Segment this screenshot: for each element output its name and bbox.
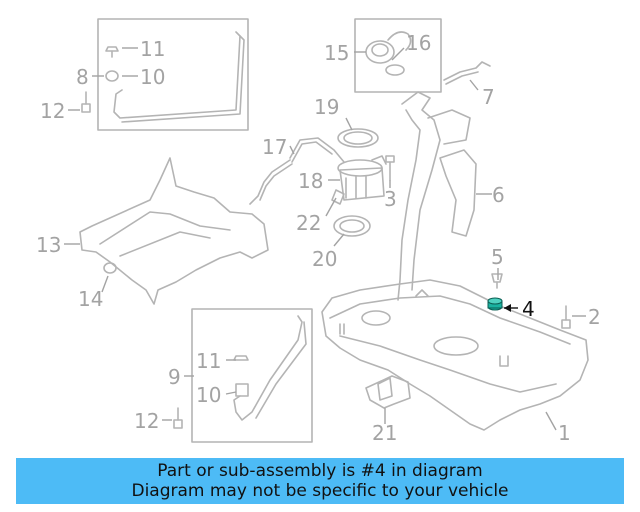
callout-14[interactable]: 14	[78, 287, 103, 311]
callout-4[interactable]: 4	[522, 297, 535, 321]
bolt-12-lower	[173, 407, 183, 429]
callout-22[interactable]: 22	[296, 211, 321, 235]
callout-6[interactable]: 6	[492, 183, 505, 207]
callout-12-upper[interactable]: 12	[40, 99, 65, 123]
fuel-line	[249, 137, 345, 205]
banner-line-part: Part or sub-assembly is #4 in diagram	[157, 461, 483, 481]
callout-20[interactable]: 20	[312, 247, 337, 271]
callout-9[interactable]: 9	[168, 365, 181, 389]
callout-2[interactable]: 2	[588, 305, 601, 329]
callout-7[interactable]: 7	[482, 85, 495, 109]
callout-10-lower[interactable]: 10	[196, 383, 221, 407]
info-banner: Part or sub-assembly is #4 in diagram Di…	[16, 458, 624, 504]
callout-17[interactable]: 17	[262, 135, 287, 159]
callout-8[interactable]: 8	[76, 65, 89, 89]
lock-ring	[337, 128, 379, 148]
callout-13[interactable]: 13	[36, 233, 61, 257]
callout-3[interactable]: 3	[384, 187, 397, 211]
callout-1[interactable]: 1	[558, 421, 571, 445]
callout-5[interactable]: 5	[491, 245, 504, 269]
callout-16[interactable]: 16	[406, 31, 431, 55]
callout-21[interactable]: 21	[372, 421, 397, 445]
callout-15[interactable]: 15	[324, 41, 349, 65]
bolt-3	[385, 155, 395, 181]
callout-18[interactable]: 18	[298, 169, 323, 193]
callout-12-lower[interactable]: 12	[134, 409, 159, 433]
heat-shield	[79, 157, 269, 305]
filler-pipe	[397, 91, 477, 301]
leader-lines	[64, 47, 586, 431]
fuel-pump	[331, 155, 387, 205]
strap-assembly-lower	[191, 308, 313, 443]
fuel-tank	[321, 279, 589, 431]
banner-line-disclaimer: Diagram may not be specific to your vehi…	[131, 481, 509, 501]
callout-4-arrowhead	[504, 304, 511, 312]
bolt-2	[561, 305, 571, 329]
gasket	[333, 215, 371, 237]
bolt-12-upper	[81, 91, 91, 113]
sensor-harness	[443, 61, 491, 85]
callout-10-upper[interactable]: 10	[140, 65, 165, 89]
callout-11-upper[interactable]: 11	[140, 37, 165, 61]
callout-labels: 11 10 8 12 15 16 7 19 17 18 22 3 6 20 13…	[36, 31, 601, 445]
parts-diagram: 11 10 8 12 15 16 7 19 17 18 22 3 6 20 13…	[36, 18, 601, 445]
callout-19[interactable]: 19	[314, 95, 339, 119]
highlighted-part-4[interactable]	[487, 297, 503, 311]
callout-11-lower[interactable]: 11	[196, 349, 221, 373]
bracket	[365, 375, 411, 409]
clip-5	[491, 273, 503, 289]
strap-assembly-upper	[97, 18, 249, 131]
filler-cap-assembly	[354, 18, 442, 93]
